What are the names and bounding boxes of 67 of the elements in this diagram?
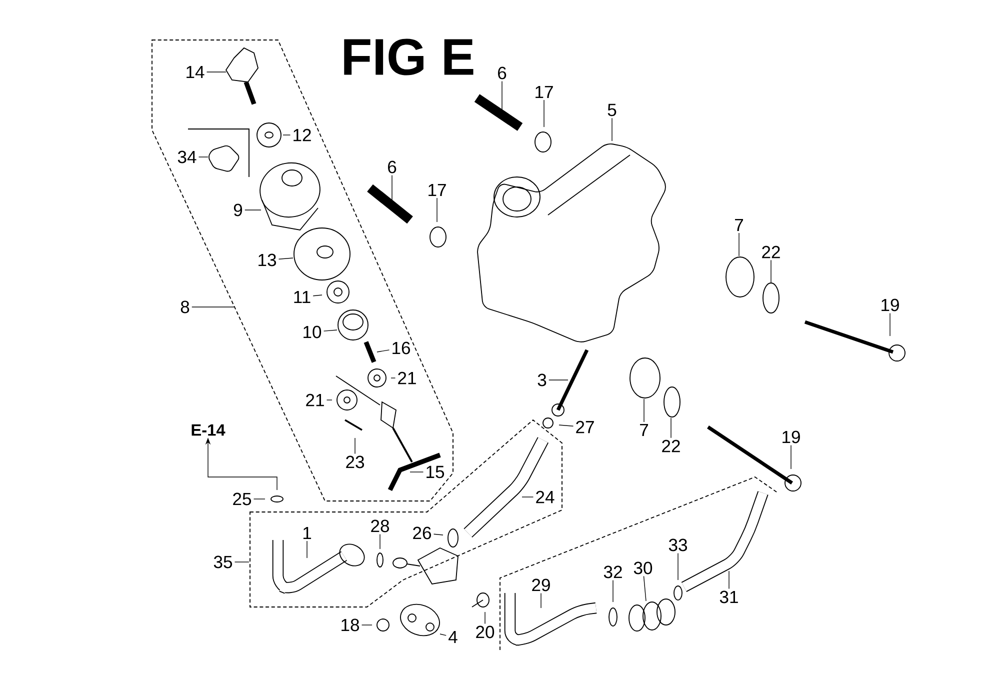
leader-line: [790, 444, 792, 470]
leader-line: [612, 580, 614, 602]
callout-number: 11: [294, 290, 310, 304]
callout-number: 33: [668, 538, 687, 552]
callout-number: 6: [388, 160, 396, 174]
callout-number: 21: [398, 372, 416, 384]
callout-number: 13: [258, 254, 276, 266]
callout-number: 27: [576, 420, 594, 434]
callout-number: 20: [476, 626, 494, 638]
callout-number: 7: [735, 218, 744, 232]
leader-line: [770, 260, 772, 284]
leader-line: [522, 496, 534, 498]
callout-number: 16: [392, 342, 410, 354]
callout-number: 22: [762, 246, 780, 258]
callout-number: 17: [428, 184, 446, 196]
callout-number: 26: [413, 526, 431, 540]
leader-line: [323, 330, 338, 332]
figure-title: FIG E: [344, 38, 474, 76]
callout-number: 24: [536, 490, 554, 504]
leader-line: [306, 540, 308, 558]
callout-number: 21: [306, 394, 324, 406]
callout-number: 29: [532, 578, 550, 592]
callout-number: 14: [186, 66, 204, 78]
leader-line: [436, 198, 438, 222]
leader-line: [440, 634, 446, 636]
leader-line: [738, 232, 740, 256]
callout-number: 34: [178, 150, 196, 164]
leader-line: [558, 424, 574, 426]
callout-number: 6: [498, 66, 506, 80]
callout-number: 8: [180, 300, 190, 314]
leader-line: [278, 258, 294, 260]
callout-number: 23: [346, 456, 364, 468]
leader-line: [670, 418, 672, 438]
callout-number: 15: [426, 466, 444, 478]
leader-line: [282, 134, 291, 136]
callout-number: 32: [604, 566, 622, 578]
leader-line: [540, 592, 542, 608]
callout-number: 4: [448, 630, 458, 644]
leader-line: [728, 570, 730, 590]
callout-number: 17: [536, 86, 553, 98]
leader-line: [354, 438, 356, 454]
leader-line: [433, 534, 444, 536]
callout-number: 5: [608, 104, 616, 116]
callout-number: 1: [303, 526, 312, 540]
callout-number: 28: [371, 520, 389, 532]
leader-line: [376, 350, 390, 352]
callout-number: 18: [342, 618, 359, 632]
leader-line: [253, 498, 266, 500]
callout-number: 25: [233, 492, 252, 506]
leader-line: [643, 576, 646, 602]
callout-number: 19: [882, 298, 899, 312]
callout-number: 9: [234, 204, 242, 216]
leader-line: [484, 612, 486, 624]
callout-number: 35: [214, 556, 232, 568]
leader-line: [312, 294, 322, 296]
callout-number: 30: [634, 562, 652, 574]
callout-number: 7: [640, 424, 648, 436]
callout-number: 19: [782, 430, 800, 444]
leader-line: [192, 306, 234, 308]
callout-number: 22: [662, 440, 680, 452]
reference-label: E-14: [192, 424, 226, 436]
leader-line: [198, 156, 208, 158]
leader-line: [361, 624, 372, 626]
callout-number: 10: [304, 326, 322, 338]
callout-number: 12: [294, 128, 311, 142]
callout-number: 31: [720, 590, 738, 604]
callout-number: 3: [538, 374, 546, 386]
